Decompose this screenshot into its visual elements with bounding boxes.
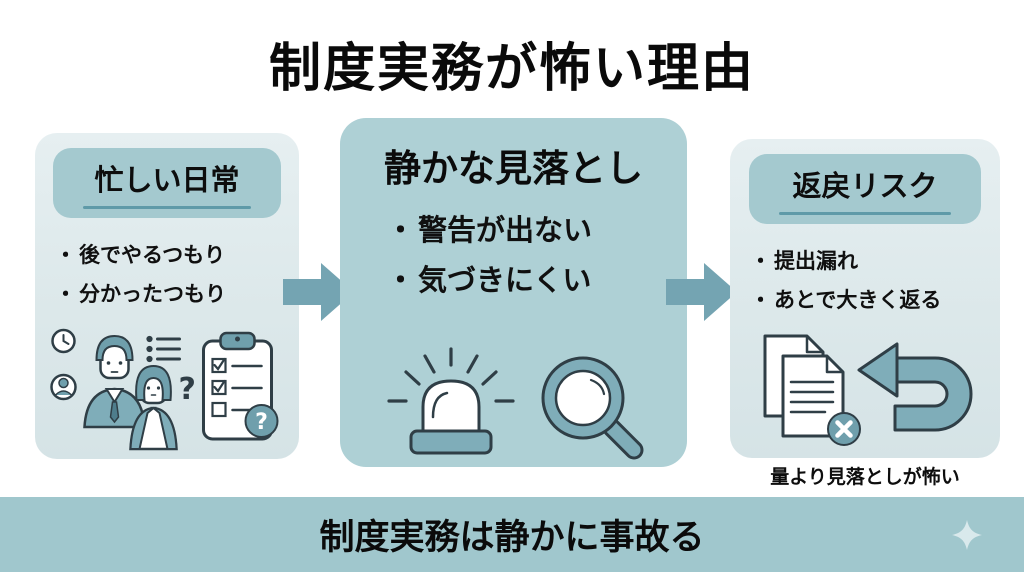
bullet-list: ・警告が出ない ・気づきにくい bbox=[340, 206, 687, 306]
list-item: ・警告が出ない bbox=[386, 213, 593, 247]
panel-quiet-oversight: 静かな見落とし ・警告が出ない ・気づきにくい bbox=[340, 118, 687, 467]
page-title: 制度実務が怖い理由 bbox=[268, 39, 755, 99]
panel-header-pill: 返戻リスク bbox=[748, 154, 982, 224]
siren-icon bbox=[386, 347, 515, 455]
businesswoman-icon bbox=[129, 364, 178, 451]
list-icon bbox=[146, 335, 181, 363]
flow-arrow-icon bbox=[666, 263, 737, 321]
return-arrow-icon bbox=[857, 342, 973, 432]
flow-arrow-icon bbox=[283, 263, 354, 321]
list-item: ・気づきにくい bbox=[386, 262, 592, 297]
panel-return-risk: 返戻リスク ・提出漏れ ・あとで大きく返る bbox=[730, 139, 1000, 458]
panel-header-label: 忙しい日常 bbox=[94, 163, 240, 197]
list-item: ・提出漏れ bbox=[750, 249, 858, 273]
banner-text: 制度実務は静かに事故る bbox=[319, 518, 705, 558]
bottom-banner: 制度実務は静かに事故る bbox=[0, 497, 1024, 572]
rejected-documents-icon bbox=[763, 334, 861, 446]
list-item: ・後でやるつもり bbox=[55, 243, 226, 267]
svg-text:?: ? bbox=[255, 410, 268, 435]
clock-icon bbox=[51, 328, 76, 354]
return-risk-illustration bbox=[763, 334, 973, 446]
clipboard-checklist-icon: ? bbox=[202, 331, 279, 441]
person-badge-icon bbox=[50, 373, 77, 401]
list-item: ・あとで大きく返る bbox=[750, 287, 942, 312]
magnifying-glass-icon bbox=[541, 356, 643, 460]
caption-text: 量より見落としが怖い bbox=[770, 466, 960, 488]
busy-people-illustration: ? ? bbox=[50, 328, 279, 451]
header-underline bbox=[83, 206, 251, 209]
bullet-list: ・後でやるつもり ・分かったつもり bbox=[35, 236, 299, 314]
header-underline bbox=[779, 212, 951, 215]
bullet-list: ・提出漏れ ・あとで大きく返る bbox=[730, 242, 1000, 320]
sparkle-icon bbox=[952, 519, 982, 550]
panel-header-pill: 忙しい日常 bbox=[53, 148, 281, 218]
oversight-illustration bbox=[386, 347, 643, 460]
panel-header-label: 静かな見落とし bbox=[384, 147, 643, 190]
list-item: ・分かったつもり bbox=[55, 281, 226, 306]
panel-header-label: 返戻リスク bbox=[792, 169, 938, 203]
question-mark: ? bbox=[179, 372, 196, 407]
businessman-icon bbox=[83, 334, 146, 429]
question-badge-icon: ? bbox=[244, 404, 279, 438]
panel-busy-daily-life: 忙しい日常 ・後でやるつもり ・分かったつもり bbox=[35, 133, 299, 459]
